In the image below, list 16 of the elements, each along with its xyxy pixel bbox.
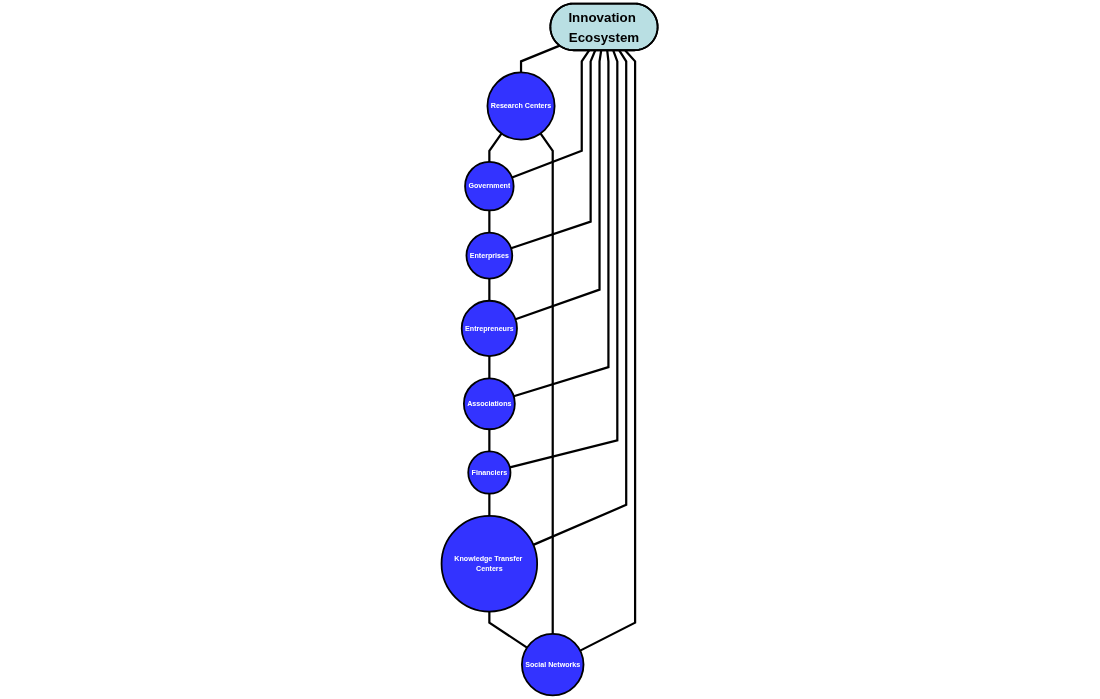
connector bbox=[488, 493, 491, 516]
connector bbox=[513, 50, 610, 398]
connector bbox=[580, 49, 637, 652]
connector bbox=[488, 611, 529, 649]
connector bbox=[488, 356, 491, 379]
connector bbox=[510, 50, 619, 469]
connector bbox=[488, 429, 491, 452]
connector bbox=[488, 210, 491, 233]
connector bbox=[520, 44, 561, 73]
connector bbox=[488, 132, 503, 162]
connector bbox=[539, 132, 555, 634]
connector bbox=[533, 49, 628, 546]
connector bbox=[512, 49, 591, 179]
connector bbox=[488, 278, 491, 301]
connector bbox=[511, 50, 597, 250]
connector bbox=[515, 50, 603, 321]
